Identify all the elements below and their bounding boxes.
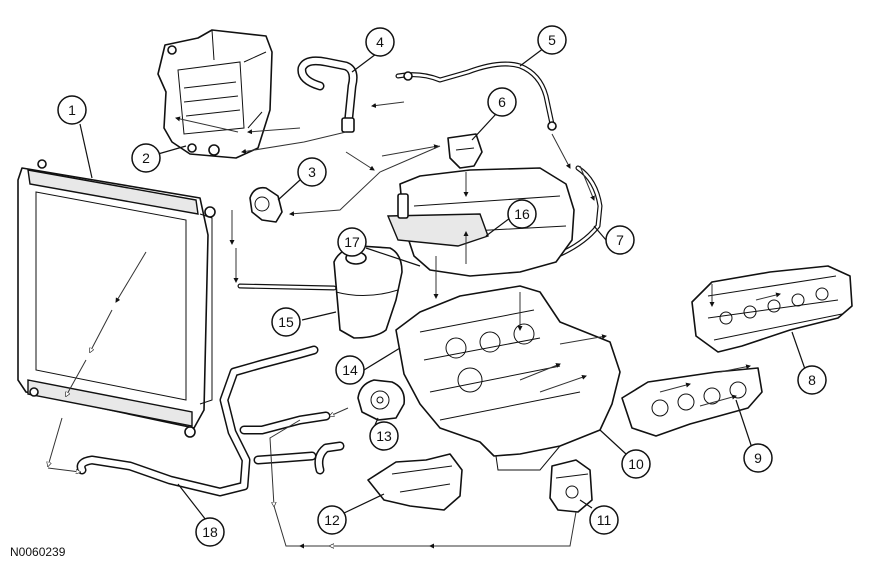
callout-10: 10 (621, 449, 651, 479)
intake-manifold (386, 167, 575, 277)
figure-id: N0060239 (10, 545, 66, 559)
callout-6-label: 6 (498, 94, 506, 110)
callout-6: 6 (487, 87, 517, 117)
callout-4: 4 (365, 27, 395, 57)
cylinder-head-gasket (621, 367, 763, 437)
callout-1: 1 (57, 95, 87, 125)
callout-3-label: 3 (308, 164, 316, 180)
callout-17-label: 17 (344, 234, 360, 250)
callout-12-label: 12 (324, 512, 340, 528)
coolant-outlet-fitting (447, 133, 483, 169)
upper-bracket (157, 29, 273, 159)
callout-3: 3 (297, 157, 327, 187)
callout-11: 11 (589, 505, 619, 535)
coolant-flow-arrows (48, 101, 781, 549)
callout-9: 9 (743, 443, 773, 473)
callout-17: 17 (337, 227, 367, 257)
callout-14-label: 14 (342, 362, 358, 378)
degas-bottle (237, 245, 403, 339)
engine-block (395, 285, 621, 471)
callout-8: 8 (797, 365, 827, 395)
bypass-hose (297, 56, 358, 133)
callout-12: 12 (317, 505, 347, 535)
callout-7-label: 7 (616, 232, 624, 248)
thermostat-housing (249, 186, 283, 223)
heater-hose-fitting (314, 441, 463, 511)
callout-13-label: 13 (376, 428, 392, 444)
callout-4-label: 4 (376, 34, 384, 50)
callout-2: 2 (131, 143, 161, 173)
cylinder-head (691, 265, 853, 353)
callout-14: 14 (335, 355, 365, 385)
callout-16: 16 (507, 199, 537, 229)
oil-cooler (549, 459, 593, 513)
callout-18-label: 18 (202, 524, 218, 540)
radiator (17, 159, 216, 438)
callout-18: 18 (195, 517, 225, 547)
callout-13: 13 (369, 421, 399, 451)
callout-1-label: 1 (68, 102, 76, 118)
callout-7: 7 (605, 225, 635, 255)
callout-10-label: 10 (628, 456, 644, 472)
coolant-tube-upper (395, 61, 557, 131)
callout-8-label: 8 (808, 372, 816, 388)
callout-11-label: 11 (597, 512, 612, 528)
callout-5-label: 5 (548, 32, 556, 48)
callout-2-label: 2 (142, 150, 150, 166)
callout-15: 15 (271, 307, 301, 337)
callout-15-label: 15 (278, 314, 294, 330)
water-pump (357, 379, 406, 421)
callout-5: 5 (537, 25, 567, 55)
callout-9-label: 9 (754, 450, 762, 466)
lower-radiator-hose (76, 345, 331, 497)
callout-16-label: 16 (514, 206, 530, 222)
